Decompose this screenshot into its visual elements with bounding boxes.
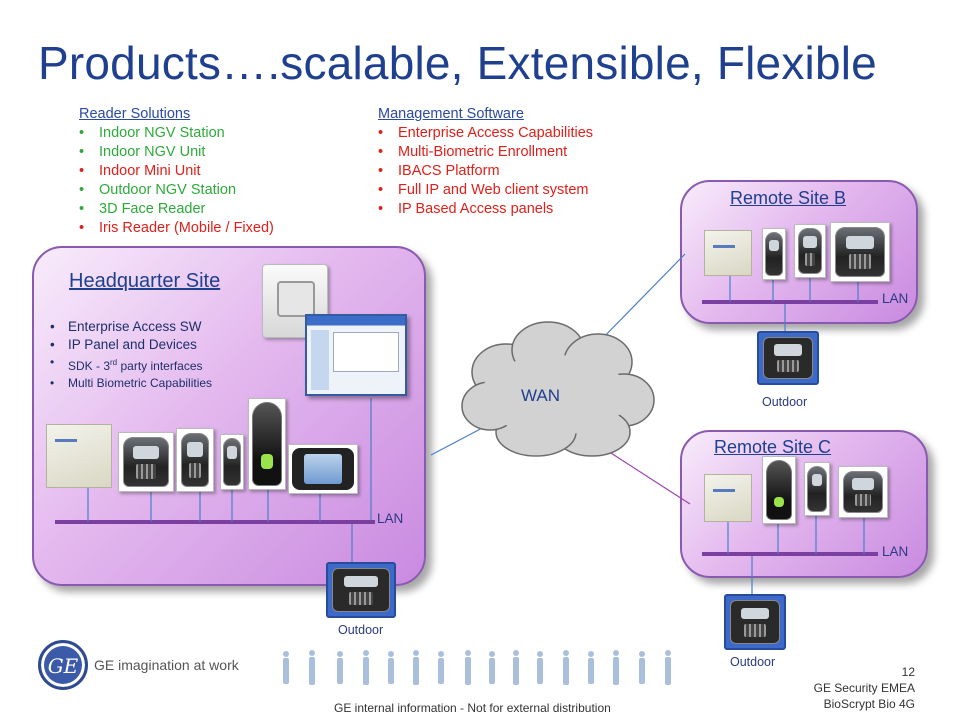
hq-feature-item: Enterprise Access SW <box>48 318 212 336</box>
slide-title: Products….scalable, Extensible, Flexible <box>38 37 877 89</box>
ge-logo: GE <box>38 640 88 690</box>
reader-solutions-heading: Reader Solutions <box>79 106 191 122</box>
remote-c-ngv-station-image <box>838 466 888 518</box>
software-item: IP Based Access panels <box>378 200 593 219</box>
reader-item: Outdoor NGV Station <box>79 181 274 200</box>
wan-label: WAN <box>521 386 561 405</box>
reader-item: Indoor NGV Station <box>79 124 274 143</box>
software-item: Full IP and Web client system <box>378 181 593 200</box>
people-silhouettes-decoration <box>283 650 671 685</box>
hq-feature-item: SDK - 3rd party interfaces <box>48 354 212 375</box>
hq-outdoor-label: Outdoor <box>338 623 384 637</box>
slide-meta: 12 GE Security EMEA BioScrypt Bio 4G <box>814 664 915 712</box>
reader-item: Iris Reader (Mobile / Fixed) <box>79 219 274 238</box>
remote-c-lan-label: LAN <box>882 544 909 559</box>
management-software-heading: Management Software <box>378 106 524 122</box>
remote-b-ngv-station-image <box>830 222 890 282</box>
remote-site-b-label: Remote Site B <box>730 188 847 208</box>
hq-outdoor-reader-image <box>326 562 396 618</box>
headquarter-feature-list: Enterprise Access SW IP Panel and Device… <box>48 318 212 392</box>
remote-c-outdoor-reader-image <box>724 594 786 650</box>
hq-feature-item: Multi Biometric Capabilities <box>48 375 212 392</box>
access-control-panel-image <box>46 424 112 488</box>
product-name: BioScrypt Bio 4G <box>823 697 915 711</box>
wan-to-remote-c-link <box>599 445 691 505</box>
remote-c-panel-image <box>704 474 752 522</box>
remote-b-lan-label: LAN <box>882 291 909 306</box>
management-software-screenshot <box>305 314 407 396</box>
brand-tagline: GE imagination at work <box>94 657 239 673</box>
software-item: Multi-Biometric Enrollment <box>378 143 593 162</box>
wan-to-remote-b-link <box>595 253 686 346</box>
remote-c-outdoor-label: Outdoor <box>730 655 776 669</box>
reader-item: Indoor Mini Unit <box>79 162 274 181</box>
mini-unit-reader-image <box>220 434 244 490</box>
software-item: IBACS Platform <box>378 162 593 181</box>
ngv-unit-reader-image <box>176 428 214 492</box>
remote-b-ngv-unit-image <box>794 224 826 278</box>
face-reader-tablet-image <box>288 444 358 494</box>
software-item: Enterprise Access Capabilities <box>378 124 593 143</box>
reader-item: 3D Face Reader <box>79 200 274 219</box>
remote-b-outdoor-label: Outdoor <box>762 395 808 409</box>
iris-reader-image <box>248 398 286 490</box>
hq-feature-item: IP Panel and Devices <box>48 336 212 354</box>
remote-b-mini-reader-image <box>762 228 786 280</box>
remote-c-iris-reader-image <box>762 456 796 524</box>
remote-b-panel-image <box>704 230 752 276</box>
headquarter-site-box <box>32 246 426 586</box>
reader-solutions-list: Indoor NGV Station Indoor NGV Unit Indoo… <box>79 124 274 238</box>
page-number: 12 <box>901 665 915 679</box>
management-software-list: Enterprise Access Capabilities Multi-Bio… <box>378 124 593 219</box>
ngv-station-reader-image <box>118 432 174 492</box>
hq-lan-label: LAN <box>377 511 404 526</box>
distribution-notice: GE internal information - Not for extern… <box>334 701 611 715</box>
reader-item: Indoor NGV Unit <box>79 143 274 162</box>
remote-site-c-label: Remote Site C <box>714 437 832 457</box>
remote-b-outdoor-reader-image <box>757 331 819 385</box>
headquarter-site-label: Headquarter Site <box>69 270 221 292</box>
remote-c-mini-reader-image <box>804 462 830 516</box>
hq-to-wan-link <box>430 424 489 456</box>
company-name: GE Security EMEA <box>813 681 915 695</box>
